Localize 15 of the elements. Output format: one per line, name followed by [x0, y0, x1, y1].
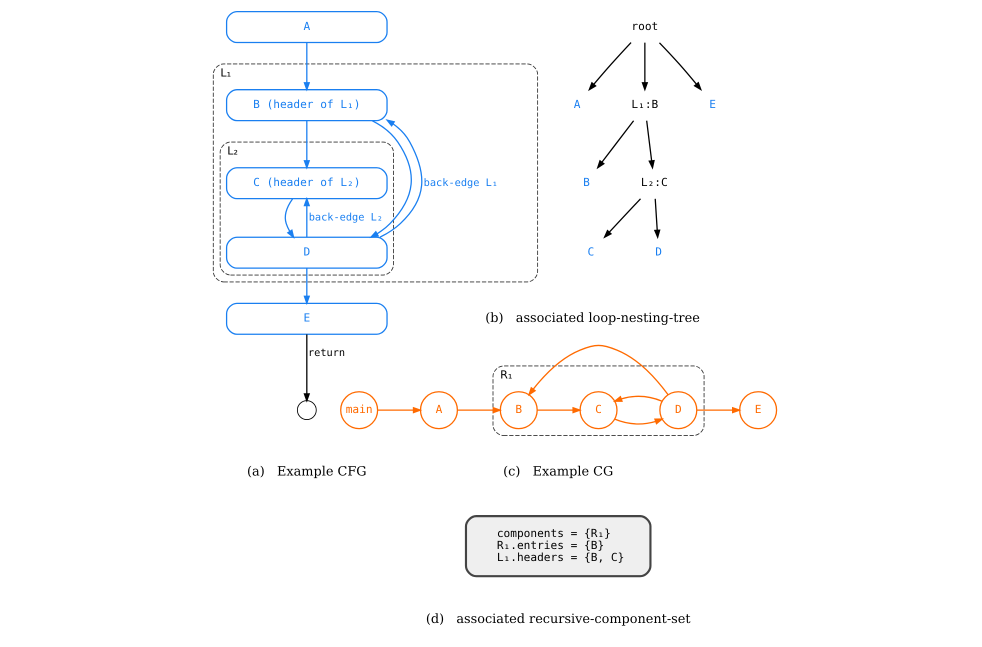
node-text: C — [586, 246, 594, 259]
label: (c) Example CG — [502, 464, 613, 480]
node-text: L₂:C — [640, 176, 668, 190]
node-text: root — [630, 20, 658, 33]
edge-label: back-edge L₁ — [423, 176, 498, 189]
label: (d) associated recursive-component-set — [425, 612, 690, 627]
label: (a) Example CFG — [246, 464, 366, 480]
edge-label: back-edge L₂ — [308, 212, 382, 224]
node-text: E — [708, 98, 716, 112]
node-text: D — [654, 246, 662, 259]
label: (b) associated loop-nesting-tree — [484, 310, 700, 326]
node-text: A — [573, 98, 580, 112]
node-text: B — [582, 176, 590, 190]
edge-label: return — [307, 347, 345, 360]
node-text: L₁:B — [630, 98, 658, 112]
